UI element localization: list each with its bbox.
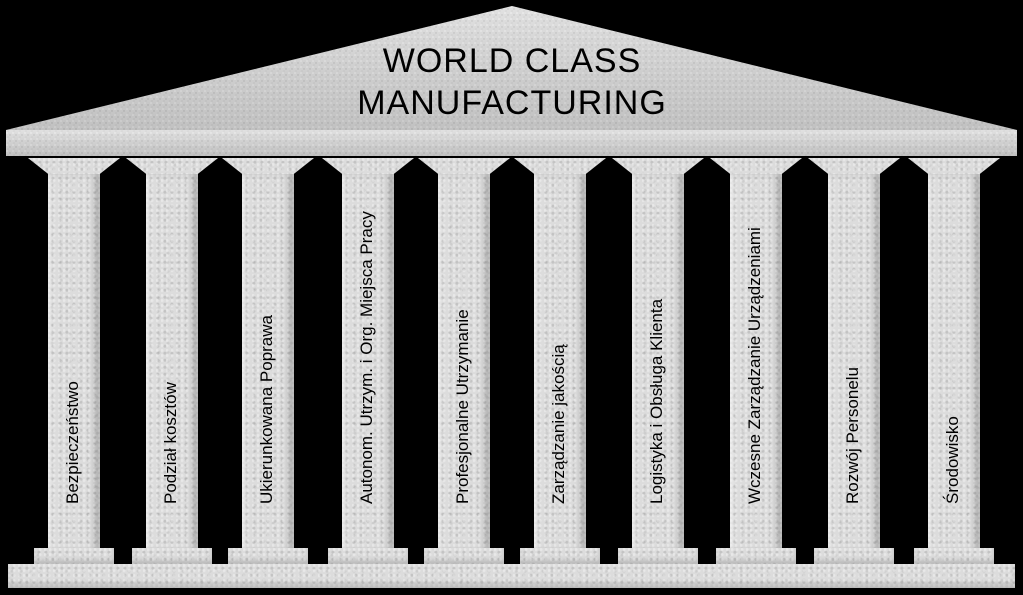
pillar-2: Podział kosztów	[126, 158, 218, 550]
pillar-shaft	[342, 174, 394, 550]
pillar-shaft	[534, 174, 586, 550]
pillar-label: Ukierunkowana Poprawa	[257, 315, 276, 504]
pillar-shaft	[928, 174, 980, 550]
pillar-label: Bezpieczeństwo	[63, 381, 82, 504]
pillar-9: Rozwój Personelu	[808, 158, 900, 550]
pillar-plinth	[914, 548, 994, 564]
temple-foundation	[8, 564, 1015, 588]
pillar-capital	[322, 158, 414, 174]
pillar-5: Profesjonalne Utrzymanie	[418, 158, 510, 550]
pillar-label: Środowisko	[943, 416, 962, 504]
pillar-capital	[808, 158, 900, 174]
title-line-1: WORLD CLASS	[382, 42, 642, 80]
pillar-shaft	[48, 174, 100, 550]
pillar-label: Podział kosztów	[161, 382, 180, 504]
temple-title: WORLD CLASS MANUFACTURING	[262, 40, 762, 124]
pillar-label: Rozwój Personelu	[843, 366, 862, 504]
pillar-plinth	[34, 548, 114, 564]
pillar-capital	[514, 158, 606, 174]
pillar-label: Autonom. Utrzym. i Org. Miejsca Pracy	[357, 211, 376, 504]
pillar-plinth	[716, 548, 796, 564]
pillar-plinth	[618, 548, 698, 564]
pillar-label: Wczesne Zarządzanie Urządzeniami	[745, 227, 764, 504]
pillar-8: Wczesne Zarządzanie Urządzeniami	[710, 158, 802, 550]
pillar-shaft	[730, 174, 782, 550]
pillar-1: Bezpieczeństwo	[28, 158, 120, 550]
pillar-plinth	[328, 548, 408, 564]
pillar-4: Autonom. Utrzym. i Org. Miejsca Pracy	[322, 158, 414, 550]
pillar-shaft	[828, 174, 880, 550]
pillar-3: Ukierunkowana Poprawa	[222, 158, 314, 550]
pillar-plinth	[814, 548, 894, 564]
pillar-plinth	[132, 548, 212, 564]
pillar-capital	[908, 158, 1000, 174]
pillar-shaft	[438, 174, 490, 550]
pillar-label: Logistyka i Obsługa Klienta	[647, 298, 666, 504]
temple-roof	[6, 6, 1017, 156]
title-line-2: MANUFACTURING	[357, 84, 667, 122]
pillar-plinth	[424, 548, 504, 564]
pillar-7: Logistyka i Obsługa Klienta	[612, 158, 704, 550]
pillar-shaft	[632, 174, 684, 550]
pillar-capital	[418, 158, 510, 174]
pillar-shaft	[146, 174, 198, 550]
pillar-plinth	[228, 548, 308, 564]
pillar-label: Zarządzanie jakością	[549, 344, 568, 504]
pillar-capital	[126, 158, 218, 174]
pillar-10: Środowisko	[908, 158, 1000, 550]
pillar-label: Profesjonalne Utrzymanie	[453, 309, 472, 504]
pillar-plinth	[520, 548, 600, 564]
pillar-capital	[28, 158, 120, 174]
pillar-capital	[612, 158, 704, 174]
pillar-capital	[222, 158, 314, 174]
pillar-6: Zarządzanie jakością	[514, 158, 606, 550]
pillar-capital	[710, 158, 802, 174]
pillar-shaft	[242, 174, 294, 550]
